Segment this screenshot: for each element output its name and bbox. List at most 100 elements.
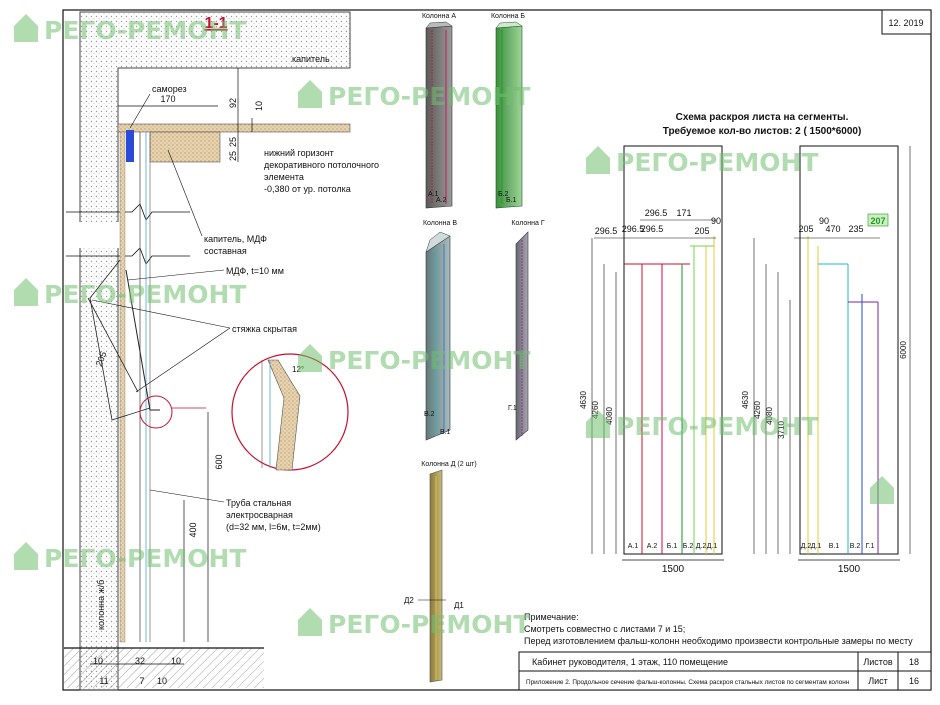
column-d: Колонна Д (2 шт) Д2 Д1 [404, 461, 477, 683]
svg-text:Д.2: Д.2 [696, 543, 707, 550]
watermark-9: РЕГО-РЕМОНТ [298, 608, 530, 639]
watermark-2: РЕГО-РЕМОНТ [298, 80, 530, 111]
watermark-4: РЕГО-РЕМОНТ [14, 278, 246, 309]
svg-text:колонна ж/б: колонна ж/б [96, 580, 106, 630]
column-mdf-wall [119, 131, 126, 643]
svg-text:296.5: 296.5 [595, 226, 618, 236]
svg-text:Колонна Д (2 шт): Колонна Д (2 шт) [421, 461, 476, 468]
house-logo-icon [298, 344, 322, 372]
svg-text:А.1: А.1 [628, 543, 639, 550]
sheet-1 [622, 145, 724, 561]
svg-text:Схема раскроя листа на сегмент: Схема раскроя листа на сегменты. [676, 112, 849, 123]
house-logo-icon [298, 608, 322, 636]
svg-text:В.1: В.1 [829, 543, 840, 550]
section-1-1: 1-1 170 92 10 25 [64, 11, 379, 691]
svg-text:205: 205 [694, 226, 709, 236]
column-v: Колонна В В.2 В.1 [423, 220, 457, 441]
column-a: Колонна А А.1 А.2 [422, 13, 456, 209]
house-logo-icon [14, 14, 38, 42]
svg-text:235: 235 [848, 224, 863, 234]
svg-text:саморез: саморез [152, 84, 187, 94]
watermark-5: РЕГО-РЕМОНТ [298, 344, 530, 375]
svg-text:Колонна В: Колонна В [423, 220, 457, 227]
svg-text:В.2: В.2 [424, 411, 435, 418]
svg-text:нижний горизонт: нижний горизонт [264, 148, 334, 158]
title-block: Кабинет руководителя, 1 этаж, 110 помеще… [518, 651, 932, 691]
house-logo-icon [586, 410, 610, 438]
column-b: Колонна Б Б.2 Б.1 [491, 13, 525, 209]
svg-text:4630: 4630 [579, 391, 588, 409]
samorez-mark [126, 130, 134, 162]
watermark-3: РЕГО-РЕМОНТ [586, 146, 818, 177]
svg-text:4630: 4630 [741, 391, 750, 409]
svg-text:296.5: 296.5 [641, 224, 664, 234]
date-stamp-text: 12. 2019 [888, 18, 923, 28]
svg-text:декоративного потолочного: декоративного потолочного [264, 160, 379, 170]
svg-text:90: 90 [711, 216, 721, 226]
svg-text:А.2: А.2 [436, 197, 447, 204]
stamp-row2-value: 16 [909, 676, 919, 686]
floor [64, 648, 264, 688]
cutting-scheme: Схема раскроя листа на сегменты. Требуем… [579, 112, 911, 575]
watermark-7 [870, 476, 894, 504]
svg-text:Д.2: Д.2 [801, 543, 812, 550]
watermark-6: РЕГО-РЕМОНТ [586, 410, 818, 441]
svg-text:Б.1: Б.1 [506, 197, 517, 204]
stamp-row2-text: Приложение 2. Продольное сечение фальш-к… [526, 679, 850, 686]
svg-text:капитель, МДФ: капитель, МДФ [204, 234, 267, 244]
svg-text:4260: 4260 [591, 401, 600, 419]
stamp-row1-value: 18 [909, 657, 919, 667]
svg-text:Требуемое кол-во листов: 2 ( 1: Требуемое кол-во листов: 2 ( 1500*6000) [663, 125, 862, 137]
sheet-frame [62, 9, 932, 691]
svg-text:296.5: 296.5 [622, 224, 645, 234]
svg-text:РЕГО-РЕМОНТ: РЕГО-РЕМОНТ [44, 544, 246, 573]
svg-text:25: 25 [228, 137, 238, 147]
svg-text:Труба стальная: Труба стальная [226, 498, 291, 508]
svg-text:РЕГО-РЕМОНТ: РЕГО-РЕМОНТ [44, 280, 246, 309]
svg-text:1500: 1500 [838, 564, 861, 575]
svg-text:205: 205 [94, 350, 109, 368]
svg-text:МДФ, t=10 мм: МДФ, t=10 мм [226, 266, 284, 276]
svg-text:РЕГО-РЕМОНТ: РЕГО-РЕМОНТ [328, 610, 530, 639]
svg-text:4080: 4080 [765, 407, 774, 425]
watermarks: РЕГО-РЕМОНТ РЕГО-РЕМОНТ РЕГО-РЕМОНТ РЕГО… [14, 14, 894, 639]
ceiling-finish [117, 123, 351, 133]
svg-text:Г.1: Г.1 [866, 543, 875, 550]
svg-text:Колонна Г: Колонна Г [511, 220, 544, 227]
svg-text:В.2: В.2 [850, 543, 861, 550]
svg-text:296.5: 296.5 [645, 208, 668, 218]
svg-text:В.1: В.1 [440, 429, 451, 436]
svg-text:11: 11 [99, 676, 108, 686]
svg-text:элемента: элемента [264, 172, 304, 182]
svg-text:Примечание:: Примечание: [524, 612, 579, 622]
svg-text:Д.1: Д.1 [811, 543, 822, 550]
svg-text:Колонна А: Колонна А [422, 13, 456, 20]
concrete-capitel [79, 11, 351, 691]
svg-text:92: 92 [228, 98, 238, 108]
section-title: 1-1 [204, 15, 227, 32]
svg-text:4080: 4080 [605, 407, 614, 425]
stamp-row1-label: Листов [863, 657, 892, 667]
svg-text:Колонна Б: Колонна Б [491, 13, 525, 20]
svg-text:10: 10 [157, 676, 167, 686]
svg-text:А.1: А.1 [428, 191, 439, 198]
stamp-row1-text: Кабинет руководителя, 1 этаж, 110 помеще… [532, 657, 728, 667]
svg-text:А.2: А.2 [647, 543, 658, 550]
svg-text:РЕГО-РЕМОНТ: РЕГО-РЕМОНТ [44, 16, 246, 45]
stamp-row2-label: Лист [868, 676, 888, 686]
svg-text:7: 7 [139, 676, 144, 686]
svg-text:32: 32 [135, 656, 145, 666]
house-logo-icon [870, 476, 894, 504]
svg-text:РЕГО-РЕМОНТ: РЕГО-РЕМОНТ [616, 412, 818, 441]
svg-text:90: 90 [819, 216, 829, 226]
svg-text:капитель: капитель [292, 54, 330, 64]
svg-text:Перед изготовлением фальш-коло: Перед изготовлением фальш-колонн необход… [524, 636, 913, 646]
capitel-mdf [149, 131, 221, 163]
svg-text:Б.1: Б.1 [667, 543, 678, 550]
date-stamp: 12. 2019 [881, 9, 932, 35]
svg-text:10: 10 [254, 101, 264, 111]
svg-text:6000: 6000 [899, 341, 908, 359]
house-logo-icon [298, 80, 322, 108]
svg-text:470: 470 [825, 224, 840, 234]
